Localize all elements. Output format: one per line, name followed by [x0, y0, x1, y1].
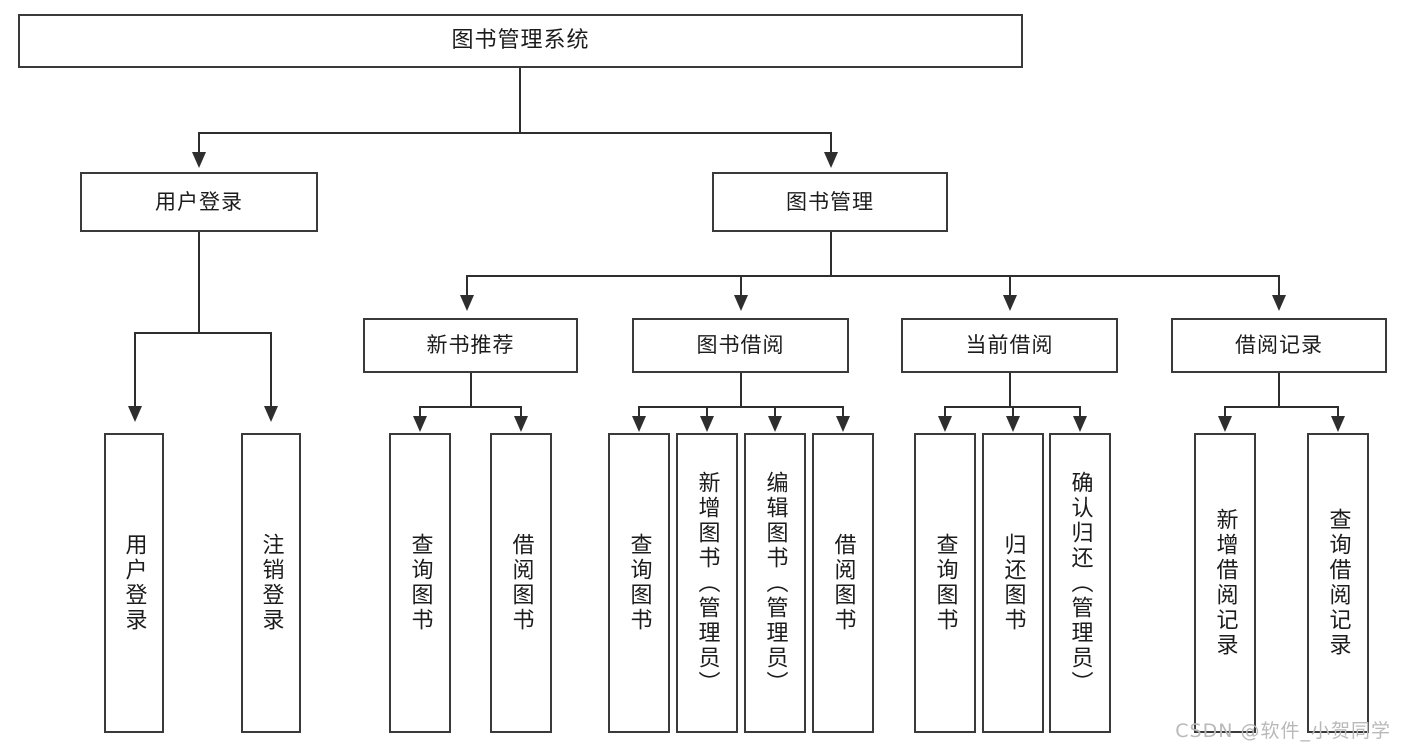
node-leaf-edit-book[interactable]: 编辑图书（管理员）: [744, 433, 806, 733]
connector-current-borrow-b1: [944, 406, 946, 418]
arrowhead-user-login: [192, 152, 206, 168]
node-user-login[interactable]: 用户登录: [80, 172, 318, 232]
node-leaf-query-book-2[interactable]: 查询图书: [608, 433, 670, 733]
node-label: 图书管理: [786, 189, 874, 214]
connector-user-login-b1: [134, 332, 136, 408]
node-label: 用户登录: [155, 189, 243, 214]
connector-to-book-borrow: [740, 275, 742, 297]
node-label: 图书管理系统: [451, 28, 590, 54]
connector-to-user-login: [198, 132, 200, 154]
arrowhead-new-book-recommend: [460, 295, 474, 311]
arrowhead-leaf-borrow-book-1: [514, 416, 528, 432]
node-leaf-query-book-1[interactable]: 查询图书: [389, 433, 451, 733]
node-label: 新书推荐: [426, 333, 515, 358]
connector-user-login-stem: [198, 232, 200, 333]
node-new-book-recommend[interactable]: 新书推荐: [363, 318, 578, 373]
arrowhead-book-borrow: [734, 295, 748, 311]
node-leaf-user-login[interactable]: 用户登录: [104, 433, 164, 733]
node-leaf-add-record[interactable]: 新增借阅记录: [1194, 433, 1256, 733]
node-book-management-system[interactable]: 图书管理系统: [18, 14, 1023, 68]
connector-borrow-record-stem: [1278, 373, 1280, 407]
connector-root-stem: [519, 68, 521, 133]
arrowhead-leaf-return-book: [1006, 416, 1020, 432]
connector-borrow-record-b1: [1224, 406, 1226, 418]
arrowhead-current-borrow: [1003, 295, 1017, 311]
node-label: 查询图书: [407, 533, 433, 633]
node-label: 借阅图书: [830, 533, 856, 633]
connector-book-manage-stem: [830, 232, 832, 276]
connector-to-borrow-record: [1278, 275, 1280, 297]
node-leaf-borrow-book-1[interactable]: 借阅图书: [490, 433, 552, 733]
node-leaf-add-book[interactable]: 新增图书（管理员）: [676, 433, 738, 733]
connector-level1-bus: [198, 132, 832, 134]
node-label: 查询图书: [932, 533, 958, 633]
connector-book-borrow-b1: [638, 406, 640, 418]
node-book-management[interactable]: 图书管理: [712, 172, 948, 232]
arrowhead-leaf-query-book-2: [632, 416, 646, 432]
connector-book-borrow-bus: [638, 406, 844, 408]
connector-to-book-manage: [830, 132, 832, 154]
node-book-borrow[interactable]: 图书借阅: [632, 318, 849, 373]
node-leaf-borrow-book-2[interactable]: 借阅图书: [812, 433, 874, 733]
node-label: 确认归还（管理员）: [1067, 470, 1093, 696]
connector-book-borrow-b2: [706, 406, 708, 418]
arrowhead-leaf-query-record: [1331, 416, 1345, 432]
arrowhead-leaf-borrow-book-2: [836, 416, 850, 432]
connector-book-borrow-stem: [740, 373, 742, 407]
node-label: 注销登录: [258, 533, 284, 633]
node-borrow-record[interactable]: 借阅记录: [1171, 318, 1387, 373]
connector-user-login-bus: [134, 332, 272, 334]
node-label: 编辑图书（管理员）: [762, 470, 788, 696]
node-leaf-query-record[interactable]: 查询借阅记录: [1307, 433, 1369, 733]
node-leaf-query-book-3[interactable]: 查询图书: [914, 433, 976, 733]
connector-to-current-borrow: [1009, 275, 1011, 297]
arrowhead-leaf-edit-book: [768, 416, 782, 432]
arrowhead-borrow-record: [1272, 295, 1286, 311]
node-label: 借阅图书: [508, 533, 534, 633]
connector-book-borrow-b4: [842, 406, 844, 418]
connector-new-book-stem: [470, 373, 472, 407]
node-label: 用户登录: [121, 533, 147, 633]
node-leaf-confirm-return[interactable]: 确认归还（管理员）: [1049, 433, 1111, 733]
node-label: 当前借阅: [965, 333, 1054, 358]
connector-new-book-b1: [419, 406, 421, 418]
node-label: 图书借阅: [696, 333, 785, 358]
arrowhead-leaf-add-record: [1218, 416, 1232, 432]
arrowhead-leaf-confirm-return: [1073, 416, 1087, 432]
arrowhead-leaf-add-book: [700, 416, 714, 432]
node-label: 借阅记录: [1235, 333, 1323, 358]
connector-current-borrow-b2: [1012, 406, 1014, 418]
connector-user-login-b2: [270, 332, 272, 408]
connector-new-book-bus: [419, 406, 522, 408]
node-label: 新增图书（管理员）: [694, 470, 720, 696]
node-leaf-user-logout[interactable]: 注销登录: [241, 433, 301, 733]
connector-to-new-book: [466, 275, 468, 297]
connector-borrow-record-b2: [1337, 406, 1339, 418]
connector-book-borrow-b3: [774, 406, 776, 418]
arrowhead-book-manage: [824, 152, 838, 168]
node-current-borrow[interactable]: 当前借阅: [901, 318, 1118, 373]
node-leaf-return-book[interactable]: 归还图书: [982, 433, 1044, 733]
arrowhead-leaf-query-book-3: [938, 416, 952, 432]
node-label: 查询图书: [626, 533, 652, 633]
arrowhead-leaf-user-login: [128, 406, 142, 422]
arrowhead-leaf-user-logout: [264, 406, 278, 422]
node-label: 新增借阅记录: [1212, 508, 1238, 658]
connector-level2-bus: [466, 275, 1280, 277]
node-label: 归还图书: [1000, 533, 1026, 633]
arrowhead-leaf-query-book-1: [413, 416, 427, 432]
node-label: 查询借阅记录: [1325, 508, 1351, 658]
connector-current-borrow-b3: [1079, 406, 1081, 418]
connector-borrow-record-bus: [1224, 406, 1338, 408]
connector-new-book-b2: [520, 406, 522, 418]
connector-current-borrow-stem: [1009, 373, 1011, 407]
